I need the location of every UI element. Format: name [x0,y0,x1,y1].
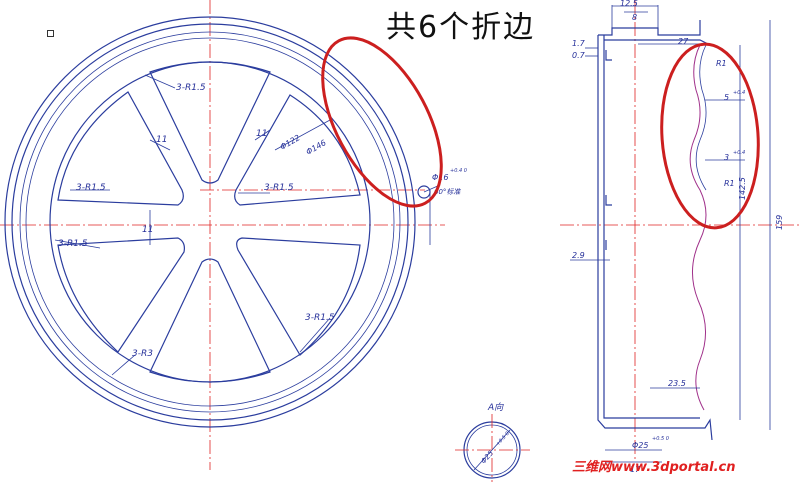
label-27: 27 [678,37,689,46]
label-11-b: 11 [256,129,267,139]
label-11-center: 11 [142,225,153,235]
label-12-5: 12.5 [620,0,638,8]
label-11-a: 11 [156,135,167,145]
section-view: 12.5 8 1.7 0.7 27 R1 5 +0.4 3 +0.4 R1 2.… [560,0,800,474]
section-inner-profile [603,35,700,419]
highlight-ellipse-front [321,36,443,208]
opening-top-left [57,91,184,206]
outer-rim [4,16,416,428]
label-0-7: 0.7 [572,51,586,60]
leader-r4 [54,239,101,249]
label-23-5: 23.5 [668,379,686,388]
opening-top-right [234,94,361,206]
detail-a-dim-line [473,429,511,471]
label-tol-16: +0.4 0 [450,168,467,174]
leader-r6 [111,354,136,376]
label-142-5: 142.5 [738,177,747,200]
label-2-9: 2.9 [572,251,585,260]
highlight-ellipse-section [660,42,760,230]
label-countersink: 60°标准 [434,188,461,196]
detail-a-dia: Φ25 [480,449,496,465]
dim-line-11-a [149,139,171,151]
corner-marker [47,30,54,37]
section-ribs [605,50,612,250]
section-top-flange [598,20,701,36]
label-r-bottom-right: 3-R1.5 [305,313,335,323]
label-r-bottom-left: 3-R1.5 [58,239,88,249]
leader-r5 [299,317,331,353]
label-r1-bottom: R1 [724,179,735,188]
label-dia25: Φ25 [632,441,648,450]
opening-bottom-left [57,237,185,353]
dim-line-dia [274,119,331,151]
front-view: 3-R1.5 3-R1.5 3-R1.5 3-R1.5 3-R1.5 3-R3 … [0,0,467,470]
flange-ring [19,31,401,413]
outer-rim-inner [11,23,409,421]
label-3: 3 [724,153,729,162]
label-1-7: 1.7 [572,39,586,48]
opening-bottom-right [236,237,361,356]
opening-bottom [149,258,271,383]
label-tol-3: +0.4 [733,150,745,156]
label-r-right: 3-R1.5 [264,183,294,193]
label-5: 5 [724,93,729,102]
label-r-left: 3-R1.5 [76,183,106,193]
detail-a-view: A向 Φ25 +0.5 0 [455,402,530,482]
opening-top [149,61,271,184]
label-dia-146: Φ146 [305,138,328,157]
label-tol-5: +0.4 [733,90,745,96]
detail-a-label: A向 [487,402,504,413]
detail-a-tol: +0.5 0 [495,431,511,448]
label-r1-top: R1 [716,59,727,68]
label-159: 159 [775,215,784,230]
dim-line-11-b [254,129,271,141]
label-8: 8 [632,13,637,22]
wavy-profile-2 [695,44,707,191]
label-r3: 3-R3 [132,349,153,359]
wavy-profile [689,44,707,411]
watermark: 三维网www.3dportal.cn [572,460,736,475]
leader-r1 [144,74,176,89]
label-tol25: +0.5 0 [652,436,669,442]
label-17: 17 [630,465,641,474]
section-outer-profile [597,35,713,441]
label-r-top: 3-R1.5 [176,83,206,93]
label-dia-122: Φ122 [279,133,302,152]
drawing-title: 共6个折边 [386,10,536,45]
flange-ring-inner [25,37,395,407]
